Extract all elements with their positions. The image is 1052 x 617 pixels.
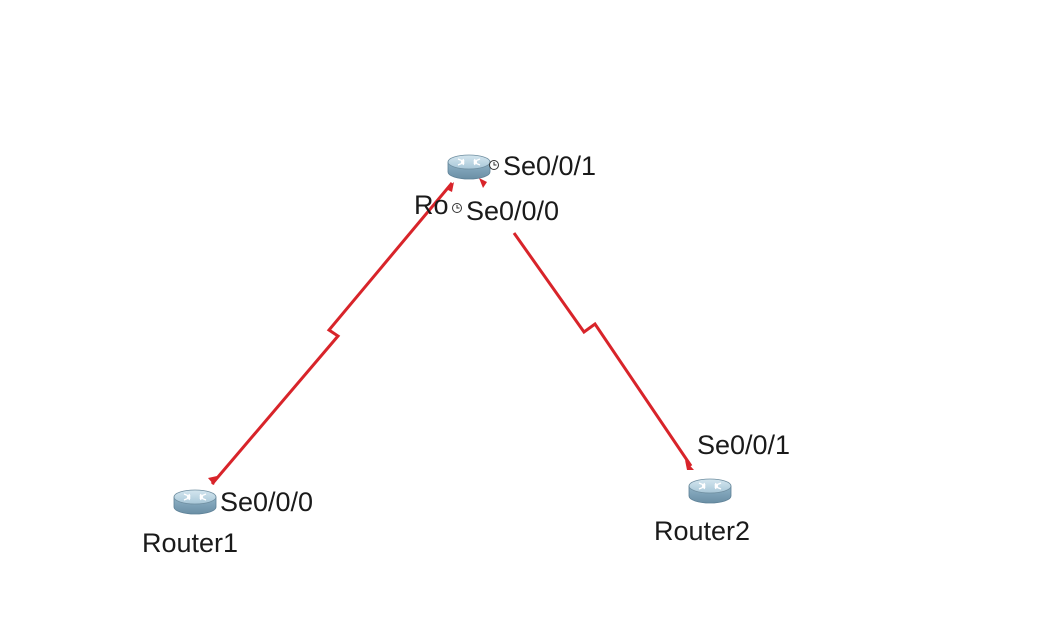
router2-interface-label: Se0/0/1: [697, 430, 790, 460]
router1-name-label: Router1: [142, 528, 238, 558]
router1-interface-label: Se0/0/0: [220, 487, 313, 517]
router-icon: [447, 154, 491, 180]
router0-interface-top-label: Se0/0/1: [503, 151, 596, 181]
clock-icon: [489, 160, 499, 170]
router-icon: [173, 489, 217, 515]
router0-interface-bottom-label: Se0/0/0: [466, 196, 559, 226]
router0-device[interactable]: [447, 154, 491, 180]
router0-name-label: Ro: [414, 190, 449, 220]
router2-name-label: Router2: [654, 516, 750, 546]
router1-device[interactable]: [173, 489, 217, 515]
clock-icon: [452, 203, 462, 213]
router2-device[interactable]: [688, 478, 732, 504]
router-icon: [688, 478, 732, 504]
serial-link-router0-router2[interactable]: [479, 178, 694, 470]
serial-link-router1-router0[interactable]: [208, 182, 454, 485]
